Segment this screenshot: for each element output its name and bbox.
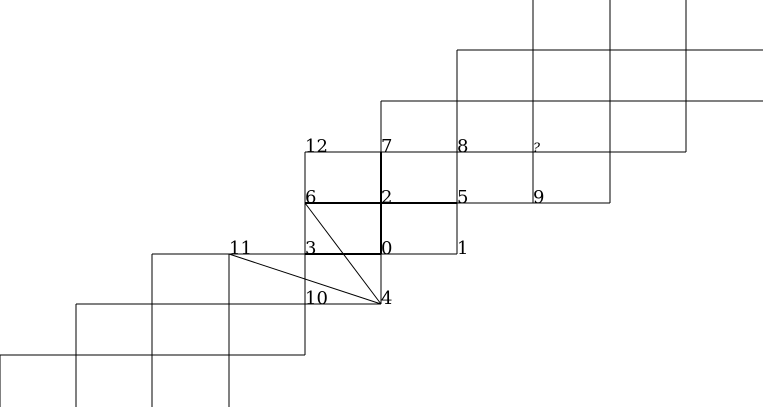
vertex-label-10: 10 bbox=[305, 288, 328, 309]
vertex-label-3: 3 bbox=[305, 238, 316, 259]
vertex-label-2: 2 bbox=[381, 187, 392, 208]
vertex-label-1: 1 bbox=[457, 238, 468, 259]
vertex-label-9: 9 bbox=[533, 187, 544, 208]
vertex-label-question: ? bbox=[533, 141, 541, 156]
vertex-labels: 12 7 8 ? 6 2 5 9 11 3 0 1 10 4 bbox=[229, 136, 544, 309]
vertex-label-5: 5 bbox=[457, 187, 468, 208]
vertex-label-8: 8 bbox=[457, 136, 468, 157]
vertex-label-11: 11 bbox=[229, 238, 252, 259]
diagonal-lines bbox=[228, 202, 382, 305]
diagonal-11-to-4 bbox=[228, 253, 382, 305]
vertex-label-0: 0 bbox=[381, 238, 392, 259]
vertex-label-4: 4 bbox=[381, 288, 392, 309]
vertex-label-6: 6 bbox=[305, 187, 316, 208]
vertex-label-7: 7 bbox=[381, 136, 392, 157]
vertex-label-12: 12 bbox=[305, 136, 328, 157]
diagonal-6-to-4 bbox=[304, 202, 382, 305]
